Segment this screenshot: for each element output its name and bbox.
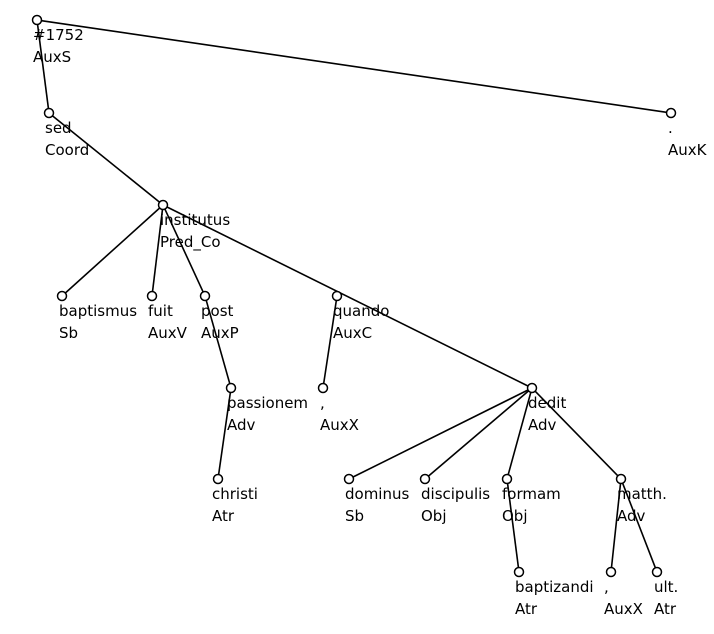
node-circle	[199, 290, 211, 302]
node-form-label: baptizandi	[515, 578, 594, 596]
edge-matth-ult	[621, 482, 657, 569]
node-form-label: baptismus	[59, 302, 137, 320]
node-circle	[419, 473, 431, 485]
tree-node-comma1: , AuxX	[317, 382, 359, 434]
tree-node-period: . AuxK	[665, 107, 708, 159]
node-form-label: .	[668, 119, 673, 137]
node-afun-label: Atr	[212, 507, 235, 525]
edge-dedit-formam	[507, 392, 532, 475]
node-afun-label: Atr	[515, 600, 538, 618]
edge-sed-institutus	[51, 115, 161, 203]
node-circle	[31, 14, 43, 26]
edge-post-passionem	[205, 300, 231, 384]
edge-institutus-dedit	[166, 206, 529, 387]
node-form-label: dominus	[345, 485, 409, 503]
node-form-label: ,	[604, 578, 609, 596]
node-circle	[212, 473, 224, 485]
node-circle	[615, 473, 627, 485]
node-form-label: institutus	[160, 211, 230, 229]
edge-formam-baptizandi	[506, 483, 520, 568]
node-form-label: quando	[333, 302, 389, 320]
node-afun-label: AuxX	[320, 416, 359, 434]
node-form-label: passionem	[227, 394, 308, 412]
node-circle	[513, 566, 525, 578]
node-form-label: post	[201, 302, 234, 320]
node-form-label: sed	[45, 119, 72, 137]
edge-dedit-discipulis	[427, 390, 530, 477]
node-afun-label: Sb	[345, 507, 364, 525]
node-circle	[526, 382, 538, 394]
edge-passionem-christi	[217, 392, 232, 475]
node-afun-label: AuxS	[33, 48, 71, 66]
node-afun-label: Obj	[502, 507, 528, 525]
edge-root-period	[41, 19, 667, 114]
node-circle	[501, 473, 513, 485]
node-circle	[651, 566, 663, 578]
edge-matth-comma2	[610, 483, 622, 568]
node-form-label: christi	[212, 485, 258, 503]
node-afun-label: AuxV	[148, 324, 188, 342]
node-circle	[317, 382, 329, 394]
node-afun-label: Atr	[654, 600, 677, 618]
node-circle	[43, 107, 55, 119]
node-circle	[225, 382, 237, 394]
node-form-label: ,	[320, 394, 325, 412]
tree-node-ult: ult. Atr	[651, 566, 678, 618]
node-circle	[146, 290, 158, 302]
node-circle	[343, 473, 355, 485]
node-afun-label: Sb	[59, 324, 78, 342]
node-afun-label: Adv	[227, 416, 256, 434]
node-circle	[605, 566, 617, 578]
edge-dedit-matth	[534, 390, 619, 477]
edge-dedit-dominus	[352, 389, 529, 478]
node-form-label: discipulis	[421, 485, 490, 503]
node-afun-label: AuxX	[604, 600, 643, 618]
node-afun-label: Adv	[617, 507, 646, 525]
tree-edges	[36, 19, 667, 569]
node-circle	[665, 107, 677, 119]
edge-quando-comma1	[322, 300, 338, 384]
tree-node-matth: matth. Adv	[615, 473, 667, 525]
node-form-label: matth.	[617, 485, 667, 503]
node-afun-label: AuxK	[668, 141, 708, 159]
node-form-label: #1752	[33, 26, 84, 44]
node-afun-label: Coord	[45, 141, 89, 159]
node-circle	[56, 290, 68, 302]
node-form-label: formam	[502, 485, 561, 503]
node-form-label: ult.	[654, 578, 678, 596]
edge-institutus-post	[164, 208, 204, 293]
edge-root-sed	[36, 24, 50, 109]
node-afun-label: AuxP	[201, 324, 239, 342]
edge-institutus-baptismus	[64, 207, 161, 294]
node-afun-label: AuxC	[333, 324, 372, 342]
edge-institutus-fuit	[151, 209, 164, 292]
node-form-label: fuit	[148, 302, 173, 320]
node-circle	[331, 290, 343, 302]
node-form-label: dedit	[528, 394, 566, 412]
node-afun-label: Obj	[421, 507, 447, 525]
node-afun-label: Adv	[528, 416, 557, 434]
node-circle	[157, 199, 169, 211]
tree-node-comma2: , AuxX	[604, 566, 643, 618]
node-afun-label: Pred_Co	[160, 233, 221, 252]
